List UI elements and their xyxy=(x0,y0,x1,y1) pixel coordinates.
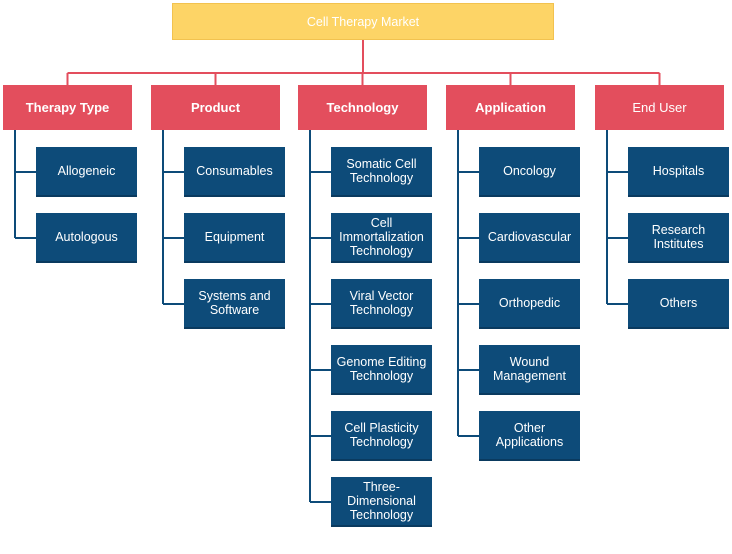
leaf-label: Equipment xyxy=(204,230,265,244)
leaf-label: Genome Editing Technology xyxy=(336,355,427,383)
category-end-user: End User xyxy=(595,85,724,130)
category-label: Application xyxy=(475,99,546,115)
category-product: Product xyxy=(151,85,280,130)
leaf-hospitals: Hospitals xyxy=(628,147,729,197)
leaf-cell-plasticity-technology: Cell Plasticity Technology xyxy=(331,411,432,461)
leaf-label: Cell Plasticity Technology xyxy=(344,421,419,449)
category-therapy-type: Therapy Type xyxy=(3,85,132,130)
leaf-label: Allogeneic xyxy=(57,164,116,178)
leaf-label: Autologous xyxy=(55,230,118,244)
leaf-label: Three-Dimensional Technology xyxy=(347,480,416,522)
category-label: Therapy Type xyxy=(25,99,110,115)
leaf-others: Others xyxy=(628,279,729,329)
leaf-research-institutes: Research Institutes xyxy=(628,213,729,263)
category-label: Product xyxy=(190,99,241,115)
leaf-label: Hospitals xyxy=(652,164,705,178)
leaf-label: Orthopedic xyxy=(498,296,561,310)
leaf-genome-editing-technology: Genome Editing Technology xyxy=(331,345,432,395)
leaf-label: Cell Immortalization Technology xyxy=(339,216,424,258)
leaf-autologous: Autologous xyxy=(36,213,137,263)
category-technology: Technology xyxy=(298,85,427,130)
leaf-label: Somatic Cell Technology xyxy=(346,157,417,185)
leaf-label: Others xyxy=(659,296,698,310)
leaf-oncology: Oncology xyxy=(479,147,580,197)
leaf-label: Cardiovascular xyxy=(487,230,572,244)
leaf-label: Consumables xyxy=(196,164,273,178)
category-label: Technology xyxy=(326,99,399,115)
category-application: Application xyxy=(446,85,575,130)
leaf-cell-immortalization-technology: Cell Immortalization Technology xyxy=(331,213,432,263)
leaf-three-dimensional-technology: Three-Dimensional Technology xyxy=(331,477,432,527)
leaf-label: Viral Vector Technology xyxy=(349,289,414,317)
leaf-consumables: Consumables xyxy=(184,147,285,197)
leaf-label: Systems and Software xyxy=(198,289,271,317)
root-node: Cell Therapy Market xyxy=(172,3,554,40)
leaf-label: Wound Management xyxy=(493,355,566,383)
leaf-other-applications: Other Applications xyxy=(479,411,580,461)
leaf-wound-management: Wound Management xyxy=(479,345,580,395)
category-label: End User xyxy=(632,99,687,115)
leaf-cardiovascular: Cardiovascular xyxy=(479,213,580,263)
leaf-allogeneic: Allogeneic xyxy=(36,147,137,197)
leaf-label: Research Institutes xyxy=(651,223,706,251)
leaf-label: Oncology xyxy=(503,164,556,178)
leaf-somatic-cell-technology: Somatic Cell Technology xyxy=(331,147,432,197)
root-label: Cell Therapy Market xyxy=(306,14,420,29)
leaf-orthopedic: Orthopedic xyxy=(479,279,580,329)
leaf-equipment: Equipment xyxy=(184,213,285,263)
leaf-label: Other Applications xyxy=(495,421,564,449)
leaf-viral-vector-technology: Viral Vector Technology xyxy=(331,279,432,329)
leaf-systems-and-software: Systems and Software xyxy=(184,279,285,329)
